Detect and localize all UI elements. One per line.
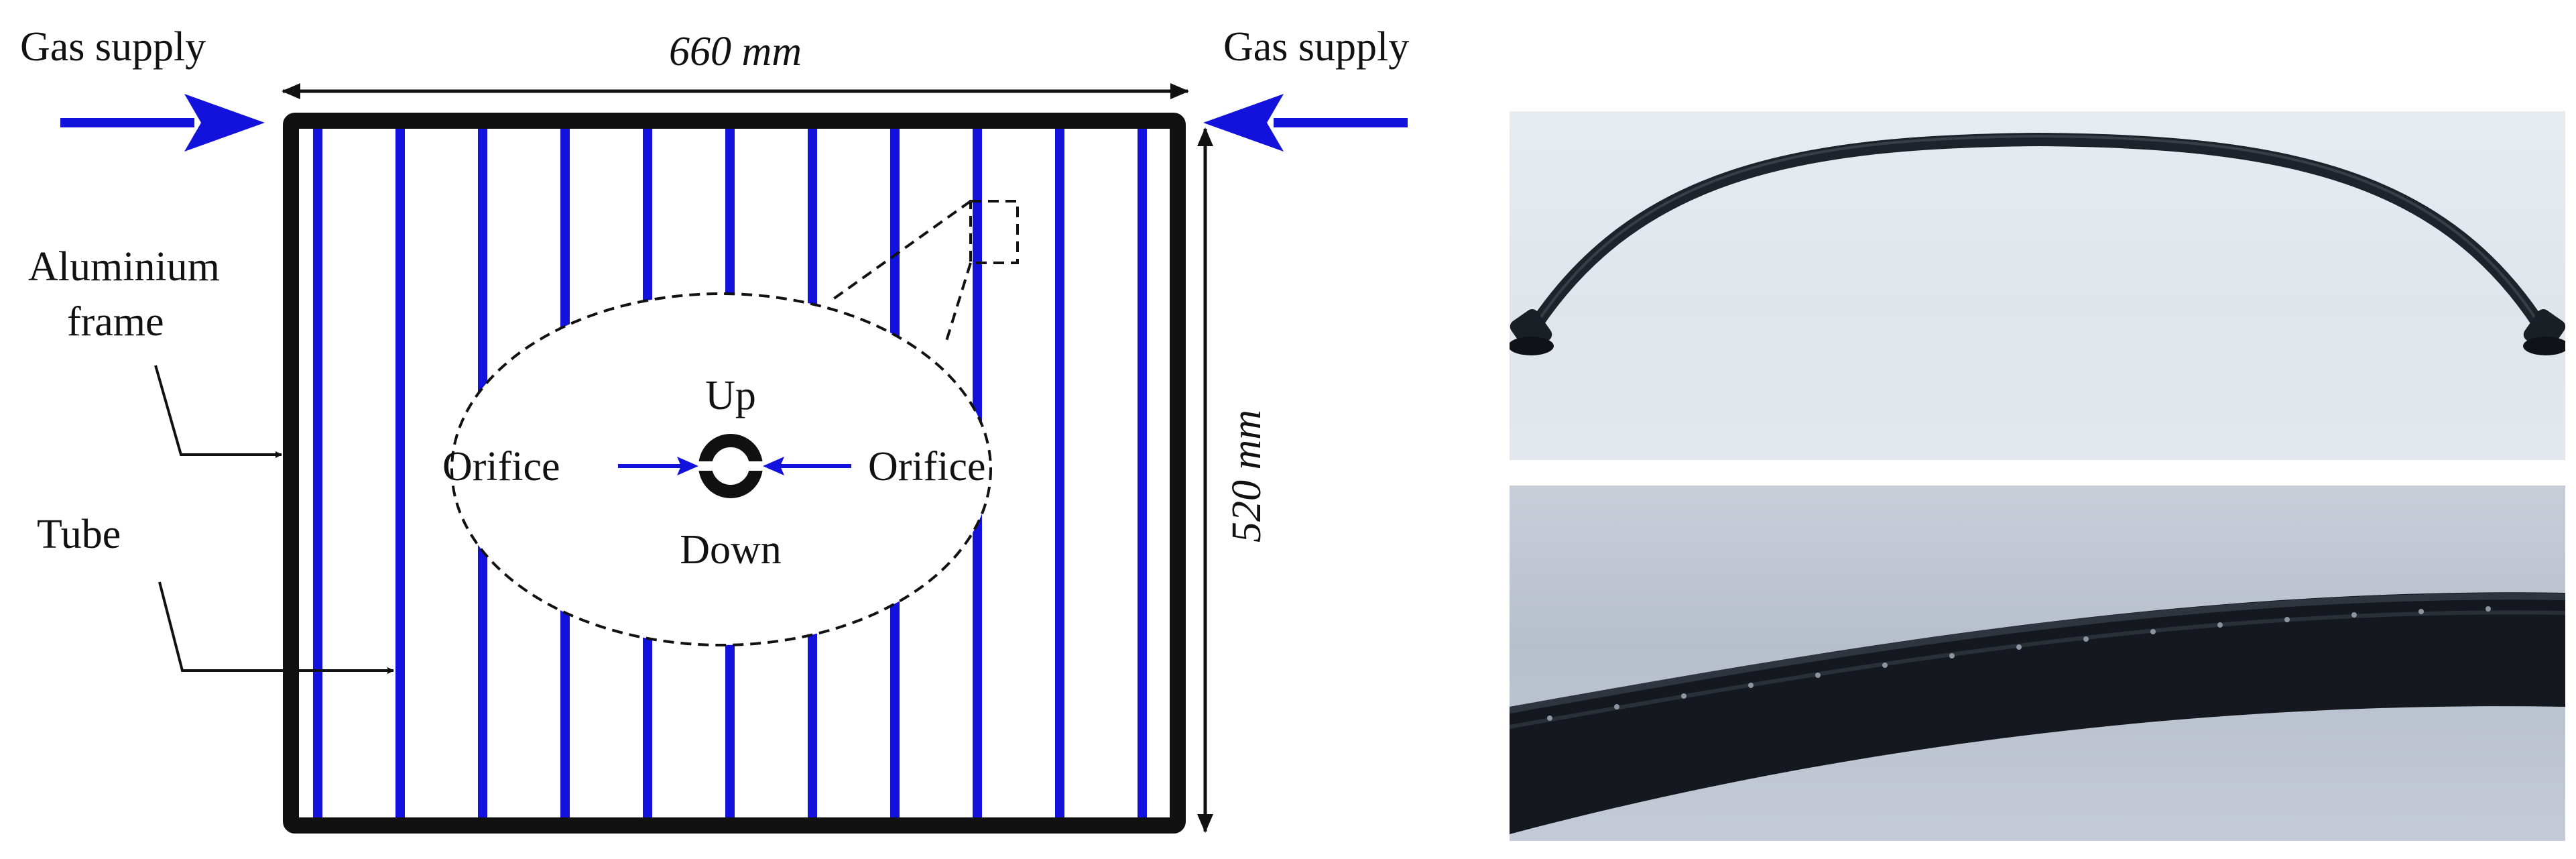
curved-tube-photo (1510, 111, 2565, 460)
cross-section-down-label: Down (680, 527, 782, 573)
width-dimension-label: 660 mm (669, 29, 802, 74)
orifice-arrow-left (618, 457, 698, 475)
gas-supply-label-left: Gas supply (20, 24, 206, 70)
frame-label-line2: frame (67, 299, 164, 345)
gas-supply-arrow-left (60, 94, 265, 152)
zoom-source-box (969, 200, 1019, 264)
orifice-arrow-right (763, 457, 851, 475)
tube-label: Tube (37, 512, 121, 557)
orifice-label-left: Orifice (442, 444, 560, 490)
gas-supply-arrow-right (1203, 94, 1408, 152)
frame-label-line1: Aluminium (28, 244, 220, 290)
cross-section-up-label: Up (705, 373, 756, 418)
orifice-label-right: Orifice (868, 444, 986, 490)
frame-leader-line (154, 365, 282, 458)
gas-supply-label-right: Gas supply (1223, 24, 1409, 70)
aerator-frame-diagram: Gas supply Gas supply 660 mm 520 mm Alum… (20, 24, 1409, 834)
zoom-callout (832, 200, 1019, 341)
width-dimension-line (282, 83, 1189, 99)
height-dimension-label: 520 mm (1224, 410, 1270, 542)
tube-orifices-closeup-photo (1510, 485, 2565, 841)
height-dimension-line (1197, 127, 1213, 833)
aluminium-frame (283, 113, 1186, 834)
tube-cross-section (694, 434, 767, 498)
tube-leader-line (158, 581, 394, 674)
